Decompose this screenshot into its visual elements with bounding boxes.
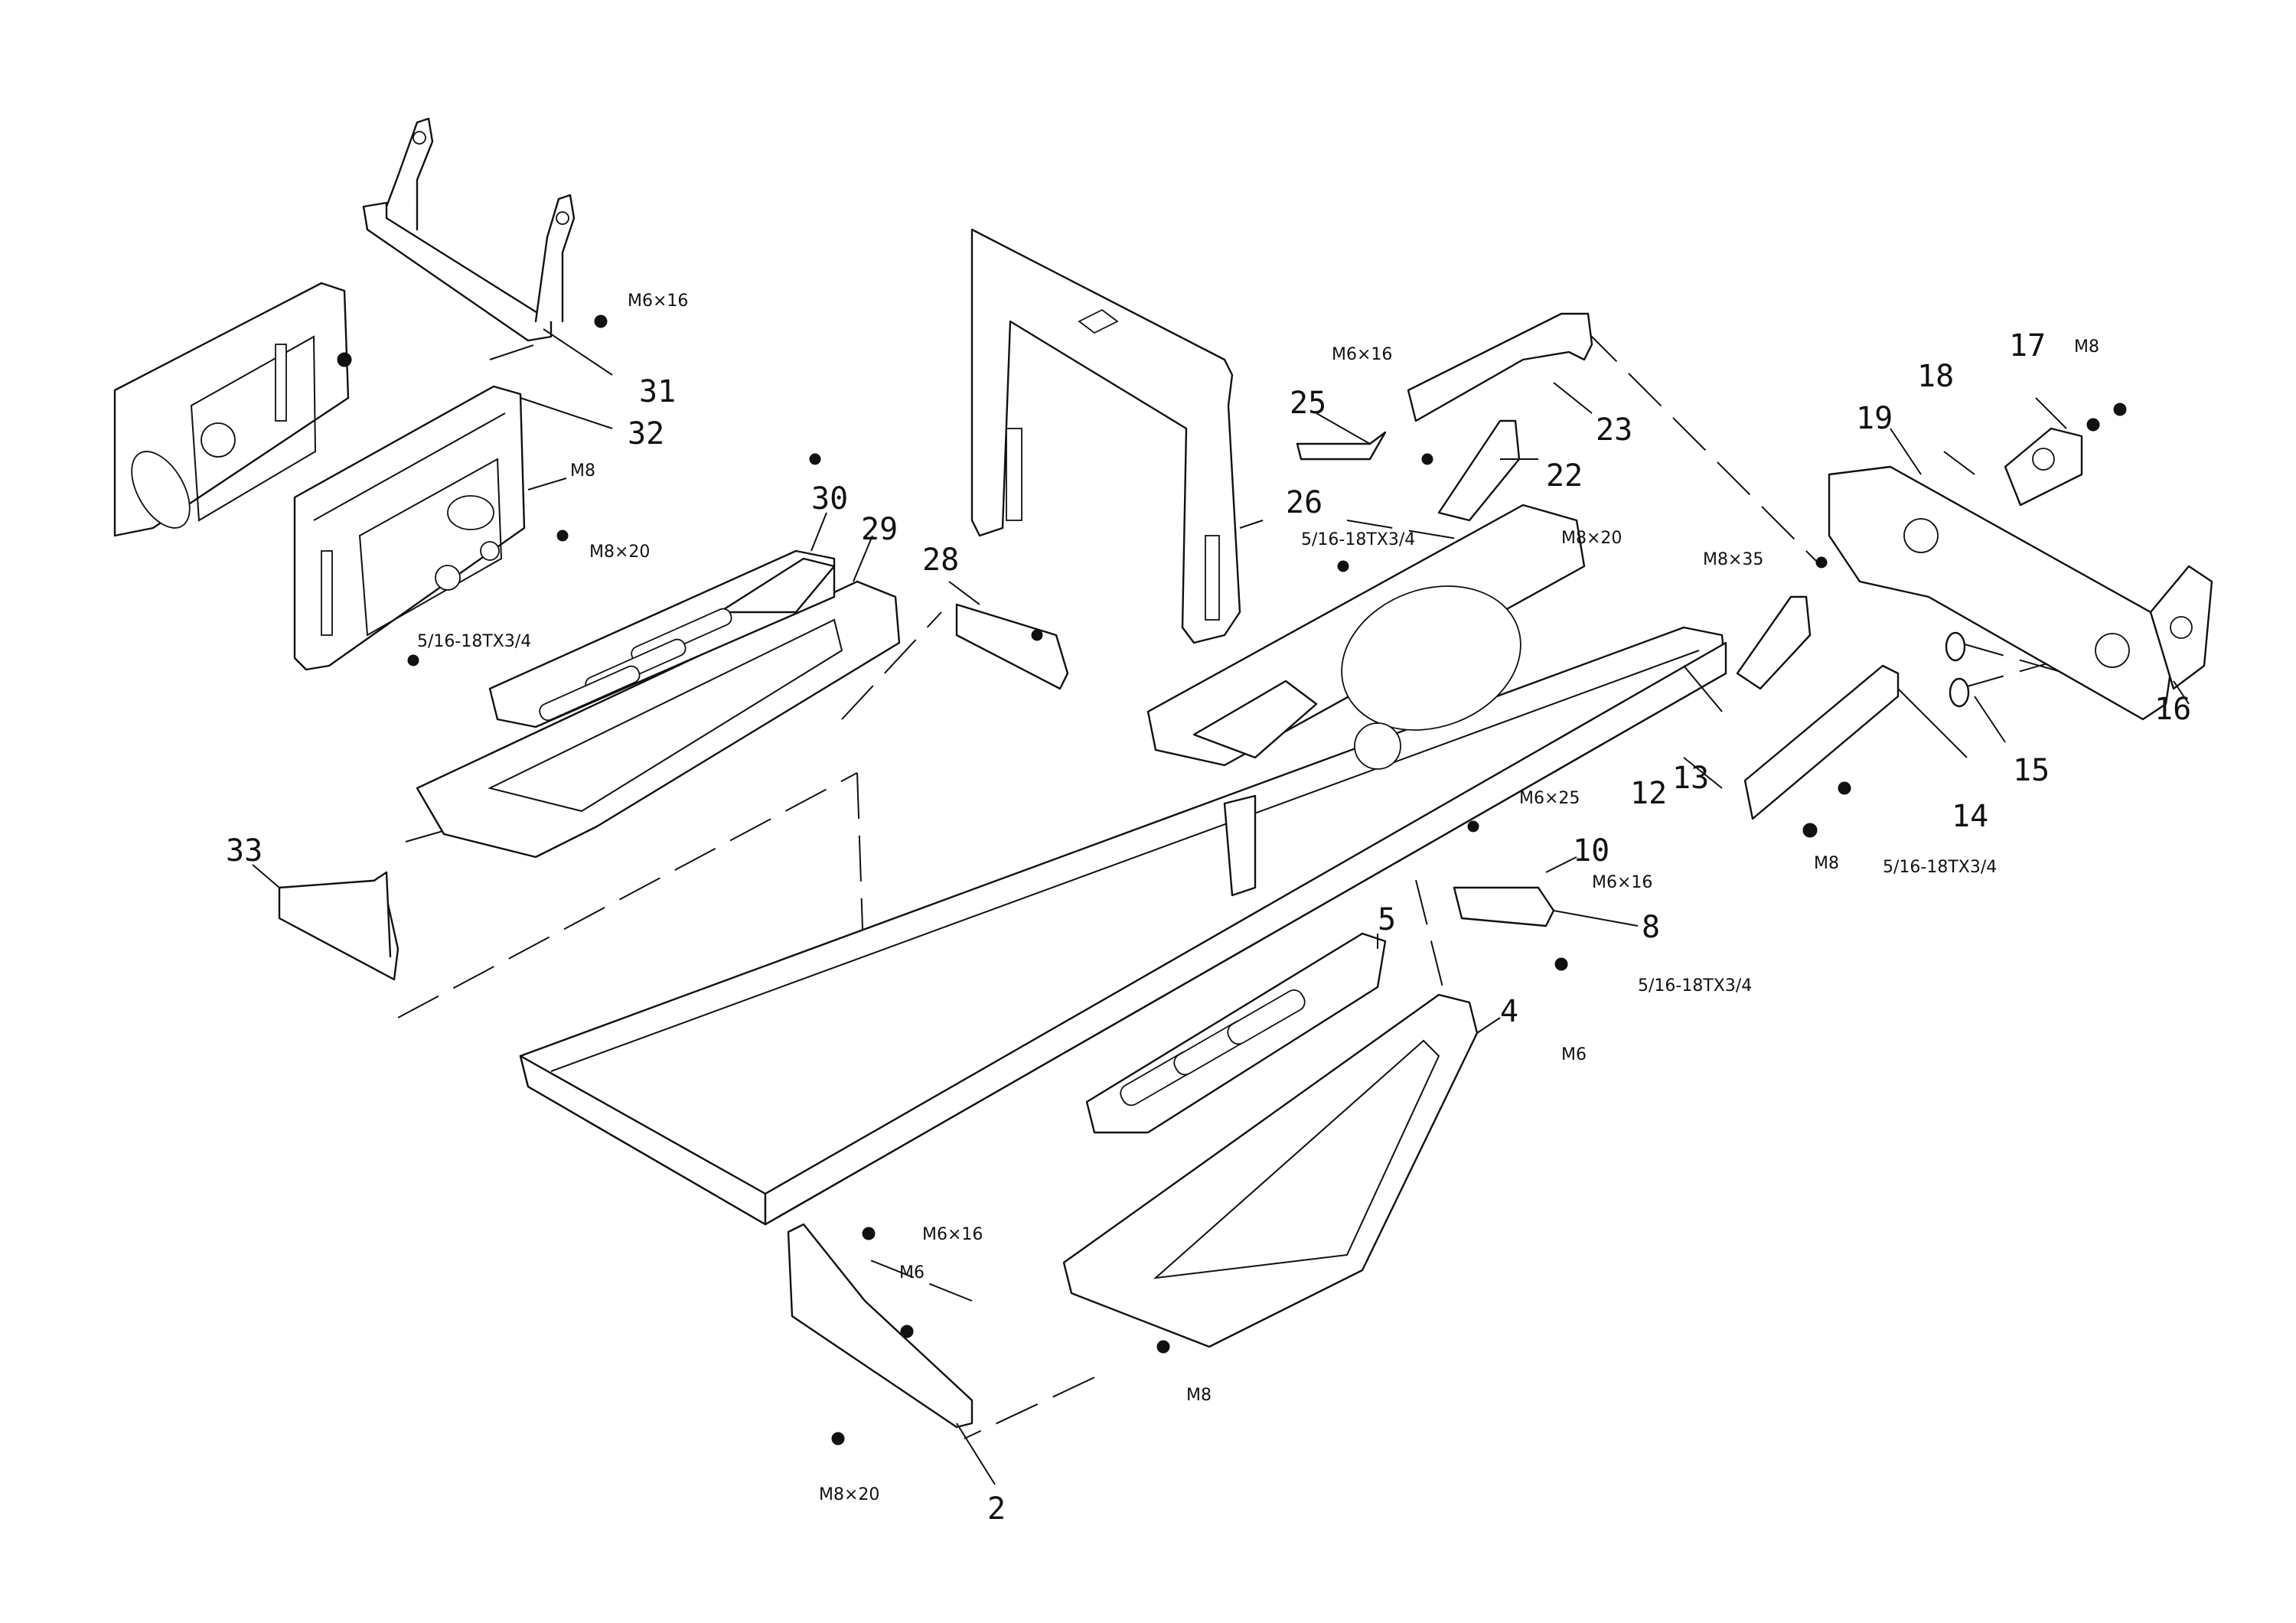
- part-4-footrest: [1062, 993, 1479, 1348]
- hw-label-m8-c: M8: [1814, 854, 1839, 873]
- part-22-mount: [1437, 419, 1521, 522]
- hw-label-m8-b: M8: [2074, 337, 2099, 357]
- hw-label-5-16-d: 5/16-18TX3/4: [1883, 858, 1997, 877]
- hw-label-m8x35: M8×35: [1703, 550, 1763, 569]
- hw-label-m6x25: M6×25: [1519, 789, 1580, 808]
- hw-label-5-16-c: 5/16-18TX3/4: [1638, 976, 1752, 996]
- hw-label-m6x16-a: M6×16: [628, 292, 688, 311]
- hw-label-m8-d: M8: [1186, 1386, 1212, 1405]
- part-callouts: 2 4 5 8 10 12 13 14 15 16 17 18 19 22 23…: [226, 328, 2191, 1527]
- callout-22: 22: [1546, 458, 1583, 494]
- callout-29: 29: [861, 512, 898, 547]
- callout-2: 2: [987, 1491, 1006, 1527]
- callout-16: 16: [2154, 692, 2191, 727]
- callout-14: 14: [1952, 799, 1988, 834]
- part-31-seat-bracket: [362, 117, 576, 342]
- hw-label-m6-a: M6: [1561, 1045, 1587, 1064]
- part-14-plate: [1743, 664, 1900, 820]
- part-23-arm: [1407, 312, 1593, 422]
- part-5-step-pad: [1085, 932, 1387, 1134]
- hw-label-m8x20-a: M8×20: [589, 543, 650, 562]
- hardware-labels: M6×16 M8 M8×20 5/16-18TX3/4 M6×16 5/16-1…: [417, 292, 2099, 1504]
- fasteners: [337, 314, 2127, 1445]
- hw-label-m8x20-c: M8×20: [819, 1485, 879, 1504]
- callout-23: 23: [1596, 412, 1632, 448]
- callout-4: 4: [1500, 994, 1518, 1029]
- hw-label-5-16-b: 5/16-18TX3/4: [1301, 530, 1415, 549]
- part-28-bracket: [955, 603, 1069, 690]
- part-15-spacers: [1945, 631, 1970, 708]
- callout-30: 30: [811, 481, 848, 517]
- callout-33: 33: [226, 833, 263, 869]
- hw-label-m8-a: M8: [570, 461, 595, 481]
- hw-label-m6x16-d: M6×16: [922, 1225, 983, 1244]
- leader-lines: [252, 328, 2190, 1485]
- callout-15: 15: [2013, 753, 2050, 788]
- callout-13: 13: [1672, 761, 1709, 796]
- part-16-bracket: [2149, 565, 2213, 690]
- hw-label-m8x20-b: M8×20: [1561, 529, 1622, 548]
- callout-19: 19: [1856, 401, 1893, 436]
- part-32-rear-plate-back: [113, 282, 350, 537]
- hw-label-m6-b: M6: [899, 1263, 925, 1282]
- part-2-front-bracket: [787, 1223, 974, 1429]
- part-13-mount: [1736, 595, 1812, 690]
- part-18-bracket: [2004, 427, 2083, 507]
- part-26-upright-frame: [970, 228, 1241, 644]
- hw-label-m6x16-b: M6×16: [1332, 345, 1392, 364]
- callout-32: 32: [628, 416, 664, 451]
- part-8-bracket: [1453, 886, 1555, 927]
- callout-8: 8: [1642, 910, 1660, 945]
- callout-10: 10: [1573, 833, 1609, 869]
- hw-label-5-16-a: 5/16-18TX3/4: [417, 632, 531, 651]
- callout-18: 18: [1917, 359, 1954, 394]
- part-12-main-frame: [519, 504, 1727, 1226]
- callout-17: 17: [2009, 328, 2046, 363]
- part-33-side-bracket: [278, 871, 400, 981]
- part-29-seat-panel: [416, 580, 901, 859]
- part-30-seat-pad: [488, 549, 836, 728]
- callout-28: 28: [922, 543, 959, 578]
- hw-label-m6x16-c: M6×16: [1592, 873, 1652, 892]
- callout-5: 5: [1378, 902, 1396, 937]
- callout-25: 25: [1290, 386, 1326, 421]
- part-25-link: [1296, 431, 1387, 461]
- callout-12: 12: [1630, 776, 1667, 811]
- callout-31: 31: [639, 374, 676, 409]
- part-32-rear-plate: [293, 385, 526, 671]
- callout-26: 26: [1286, 485, 1322, 520]
- part-19-rear-bumper: [1828, 465, 2175, 721]
